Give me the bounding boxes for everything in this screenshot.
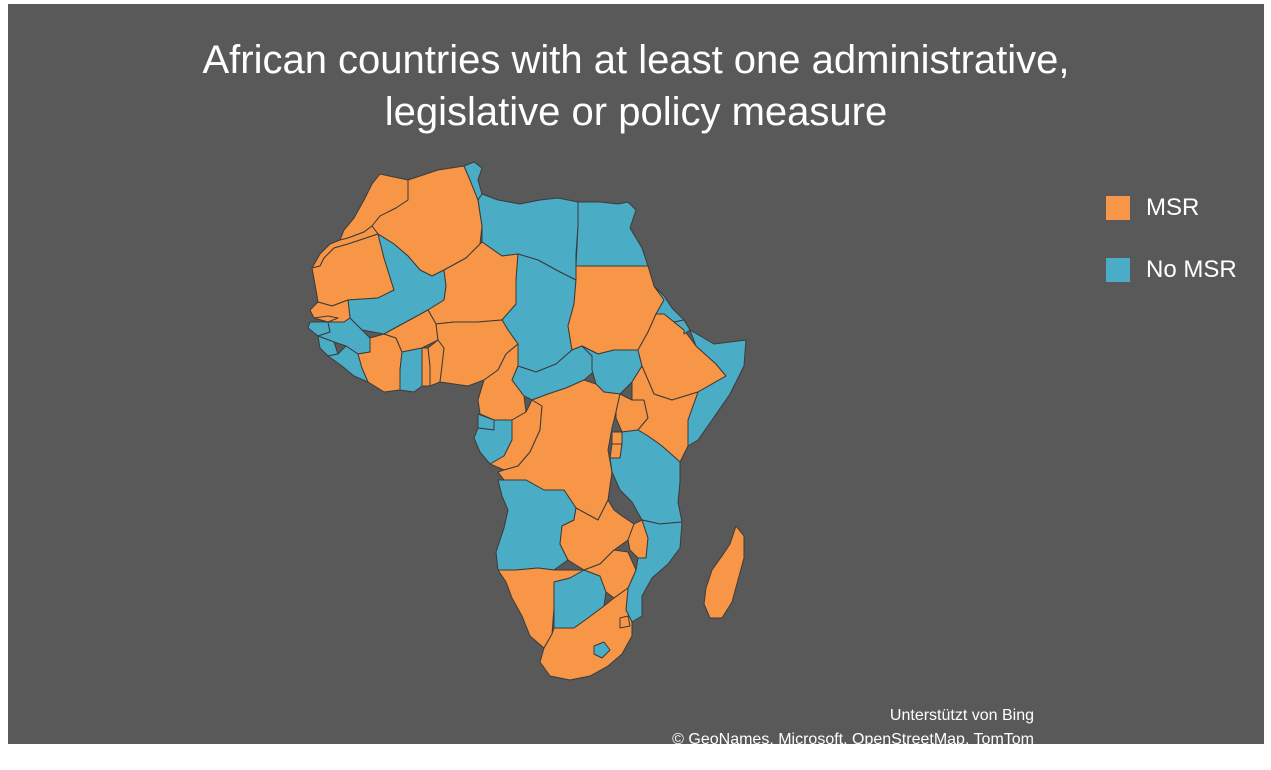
country-eswatini [619,615,631,629]
legend-item-no-msr: No MSR [1106,254,1237,286]
country-south-sudan [581,345,643,395]
map-title-line-2: legislative or policy measure [384,90,888,134]
country-egypt [575,201,649,267]
country-rwanda [611,431,623,445]
legend-label-msr: MSR [1146,194,1200,221]
map-slide: African countries with at least one admi… [8,4,1264,744]
africa-map [307,161,747,681]
map-credits: Unterstützt von Bing © GeoNames, Microso… [672,704,1034,744]
country-gambia [313,315,339,323]
country-madagascar [703,525,745,619]
map-legend: MSR No MSR [1106,192,1237,316]
legend-swatch-no-msr [1106,258,1130,282]
country-lesotho [593,641,611,659]
legend-swatch-msr [1106,196,1130,220]
legend-item-msr: MSR [1106,192,1237,224]
country-south-africa [539,587,633,681]
country-mozambique [625,519,683,623]
country-somalia [687,329,747,447]
country-ghana [399,347,423,393]
country-djibouti [673,319,691,335]
credits-bing: Unterstützt von Bing [889,707,1034,724]
map-title: African countries with at least one admi… [8,34,1264,138]
credits-sources: © GeoNames, Microsoft, OpenStreetMap, To… [672,731,1034,744]
country-tunisia [463,161,483,201]
legend-label-no-msr: No MSR [1146,256,1237,283]
country-zimbabwe [583,549,637,599]
map-title-line-1: African countries with at least one admi… [202,38,1070,82]
